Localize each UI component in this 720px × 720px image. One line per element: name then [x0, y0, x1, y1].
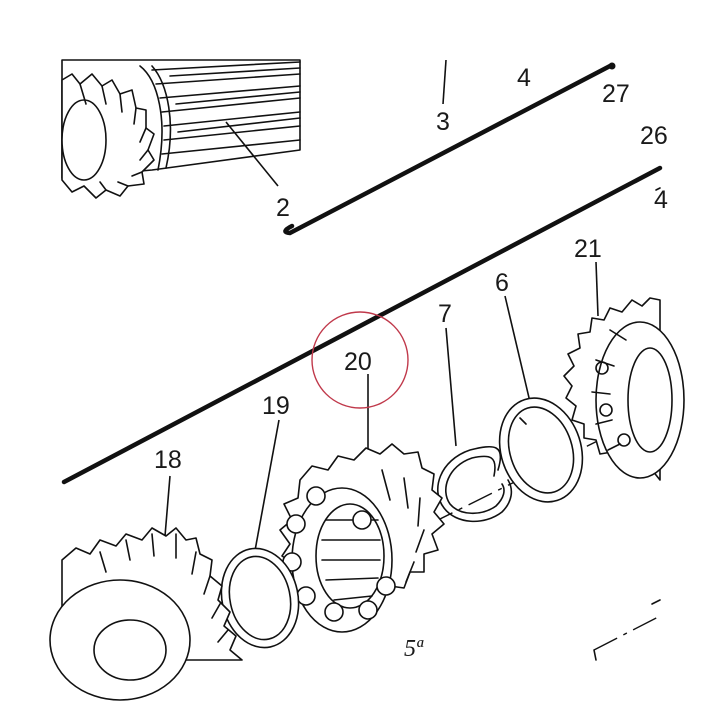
splined-shaft	[61, 59, 301, 199]
label-21: 21	[574, 235, 602, 263]
circlip-7	[436, 446, 513, 523]
label-4b: 4	[654, 186, 668, 214]
label-20: 20	[344, 348, 372, 376]
label-7: 7	[438, 300, 452, 328]
ring-19	[220, 547, 300, 649]
shaft-gear	[61, 73, 155, 199]
highlight-circle	[311, 311, 409, 409]
label-27: 27	[602, 80, 630, 108]
label-5a: 5ª	[404, 636, 424, 662]
label-26: 26	[640, 122, 668, 150]
label-3: 3	[436, 108, 450, 136]
label-18: 18	[154, 446, 182, 474]
label-6: 6	[495, 269, 509, 297]
adjacent-part-fragment	[593, 599, 661, 661]
thrust-washer-6	[498, 397, 584, 503]
label-19: 19	[262, 392, 290, 420]
gear-21	[563, 297, 685, 481]
label-2: 2	[276, 194, 290, 222]
section-border-lines	[61, 62, 663, 485]
gear-18	[49, 527, 243, 701]
part-labels: 2 3 4 27 26 4 21 6 7 20 19 18 5ª	[154, 64, 668, 662]
gear-20	[279, 443, 445, 633]
leader-lines	[163, 59, 599, 557]
label-4: 4	[517, 64, 531, 92]
